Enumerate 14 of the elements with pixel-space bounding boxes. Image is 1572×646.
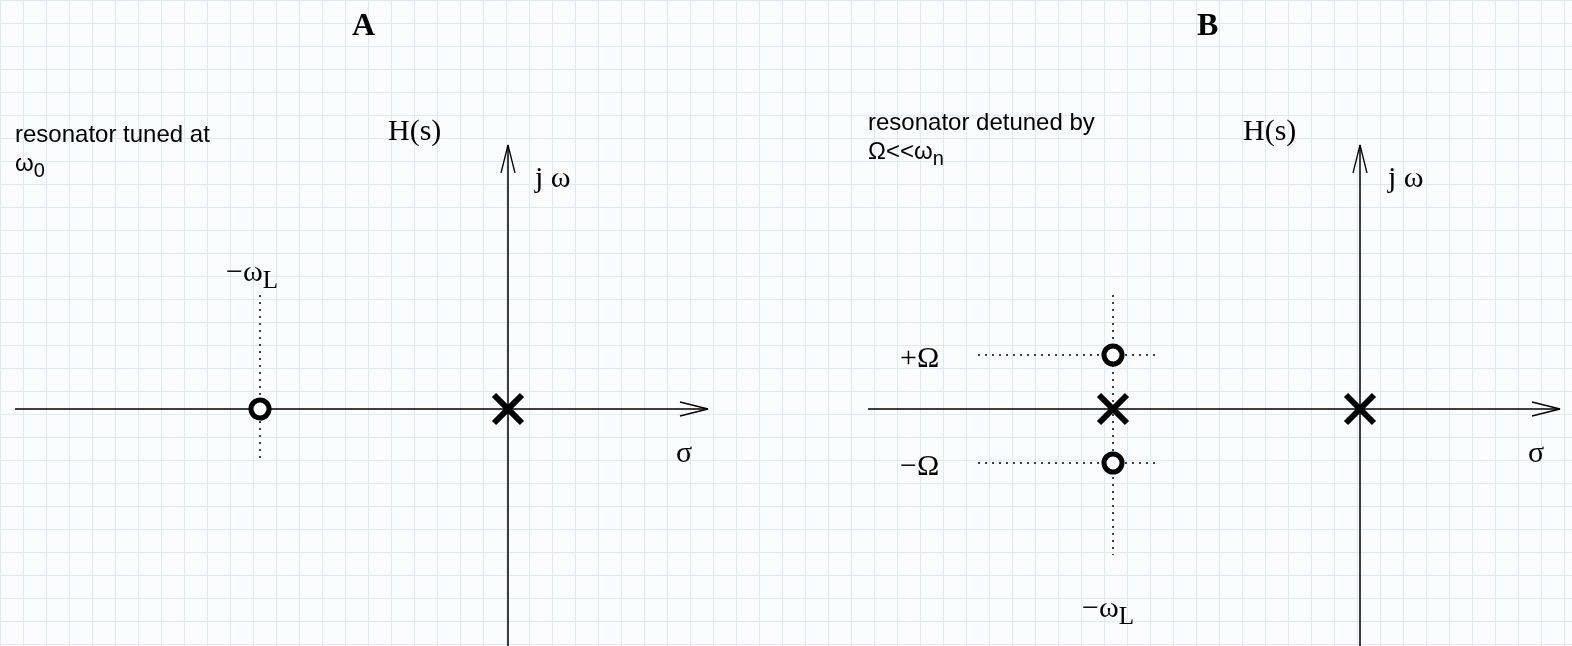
annotation-text: resonator tuned at ω$_{0}$ xyxy=(15,120,211,182)
axis-label: j ω xyxy=(535,162,571,192)
axis-label: j ω xyxy=(1388,162,1424,192)
value-label: −ω$_{L}$ xyxy=(226,256,278,292)
panel-letter: B xyxy=(1197,8,1219,40)
function-label: H(s) xyxy=(1243,115,1297,145)
annotation-text: resonator detuned by Ω<<ω$_{n}$ xyxy=(868,108,1096,170)
value-label: −Ω xyxy=(900,450,940,480)
value-label: −ω$_{L}$ xyxy=(1082,592,1134,628)
panel-letter: A xyxy=(352,8,376,40)
function-label: H(s) xyxy=(388,115,442,145)
axis-label: σ xyxy=(1528,437,1545,467)
axis-label: σ xyxy=(676,437,693,467)
value-label: +Ω xyxy=(900,342,940,372)
